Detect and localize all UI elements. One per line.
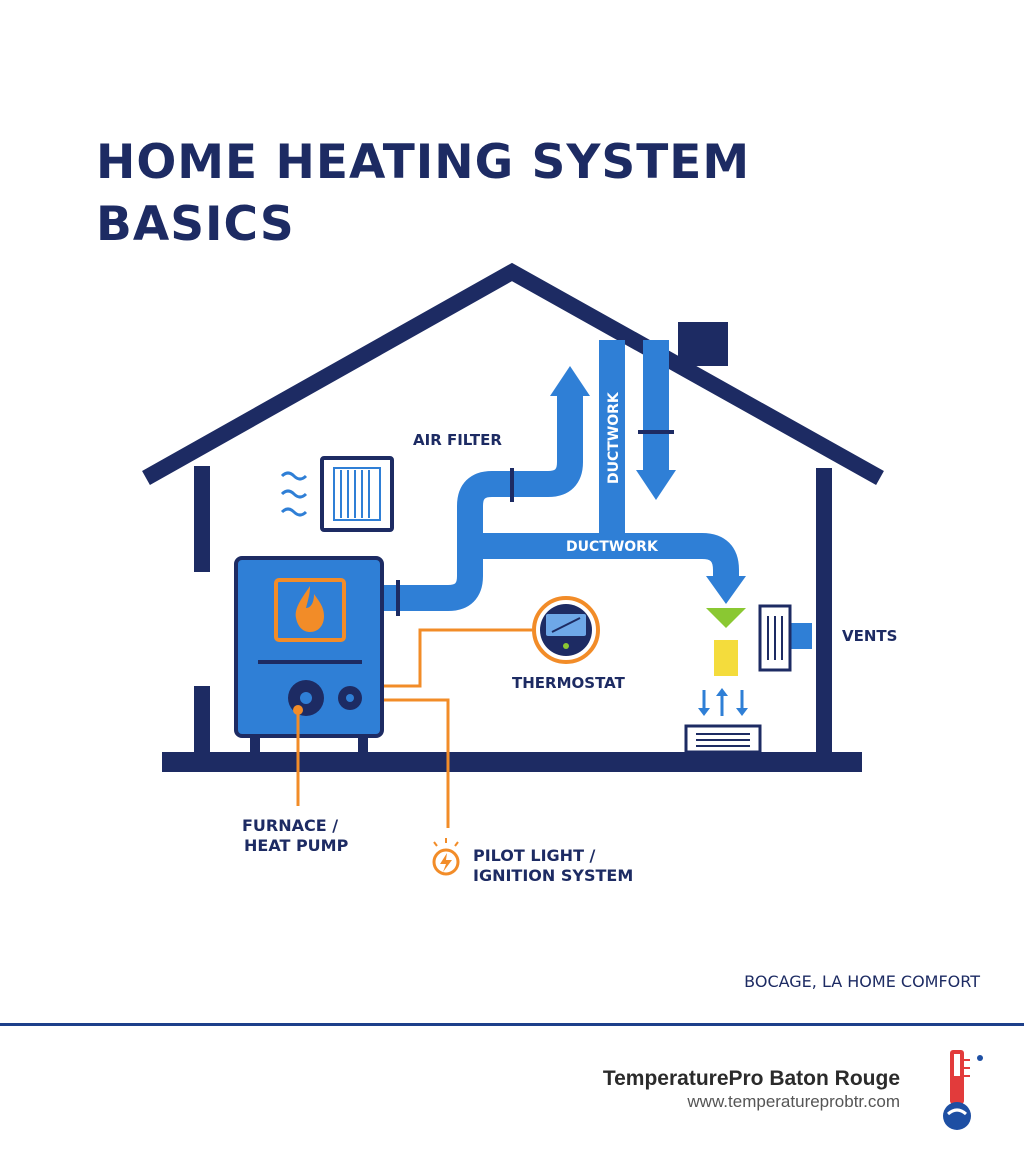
air-filter-label: AIR FILTER <box>413 431 502 449</box>
air-filter <box>320 456 394 532</box>
chimney <box>678 322 728 366</box>
thermostat-icon <box>532 596 600 664</box>
flame-icon <box>295 586 324 632</box>
duct-down-arrow-2 <box>706 576 746 604</box>
footer-divider <box>0 1023 1024 1026</box>
title-line-1: HOME HEATING SYSTEM <box>96 135 751 190</box>
vents-label: VENTS <box>842 627 897 645</box>
pilot-label-line-2: IGNITION SYSTEM <box>473 866 633 885</box>
thermometer-logo-icon <box>943 1050 983 1130</box>
heating-system-diagram: DUCTWORK DUCTWORK AIR FILTER <box>142 262 897 885</box>
pilot-label-line-1: PILOT LIGHT / <box>473 846 596 865</box>
title-line-2: BASICS <box>96 197 295 252</box>
airflow-waves-icon <box>280 471 308 517</box>
control-wiring <box>296 628 532 828</box>
brand-name: TemperaturePro Baton Rouge <box>602 1067 900 1090</box>
region-caption: BOCAGE, LA HOME COMFORT <box>744 972 980 991</box>
ductwork-vertical-label: DUCTWORK <box>606 391 622 484</box>
page-title: HOME HEATING SYSTEM BASICS <box>96 132 750 256</box>
brand-url: www.temperatureprobtr.com <box>687 1092 900 1111</box>
ductwork <box>380 340 812 649</box>
furnace-label-line-1: FURNACE / <box>242 816 338 835</box>
supply-outlet <box>706 608 746 676</box>
furnace-label-line-2: HEAT PUMP <box>244 836 349 855</box>
wall-vent <box>758 604 792 672</box>
lightning-icon <box>432 838 460 876</box>
duct-down-arrow <box>636 470 676 500</box>
duct-up-arrow <box>550 366 590 396</box>
floor-slab <box>162 752 862 772</box>
ductwork-horizontal-label: DUCTWORK <box>566 539 659 555</box>
brand-block: TemperaturePro Baton Rouge www.temperatu… <box>603 1066 900 1112</box>
airflow-arrows-icon <box>698 688 748 716</box>
house-outline <box>142 262 884 772</box>
thermostat-label: THERMOSTAT <box>512 674 626 692</box>
floor-vent <box>684 724 762 754</box>
furnace <box>234 556 384 752</box>
